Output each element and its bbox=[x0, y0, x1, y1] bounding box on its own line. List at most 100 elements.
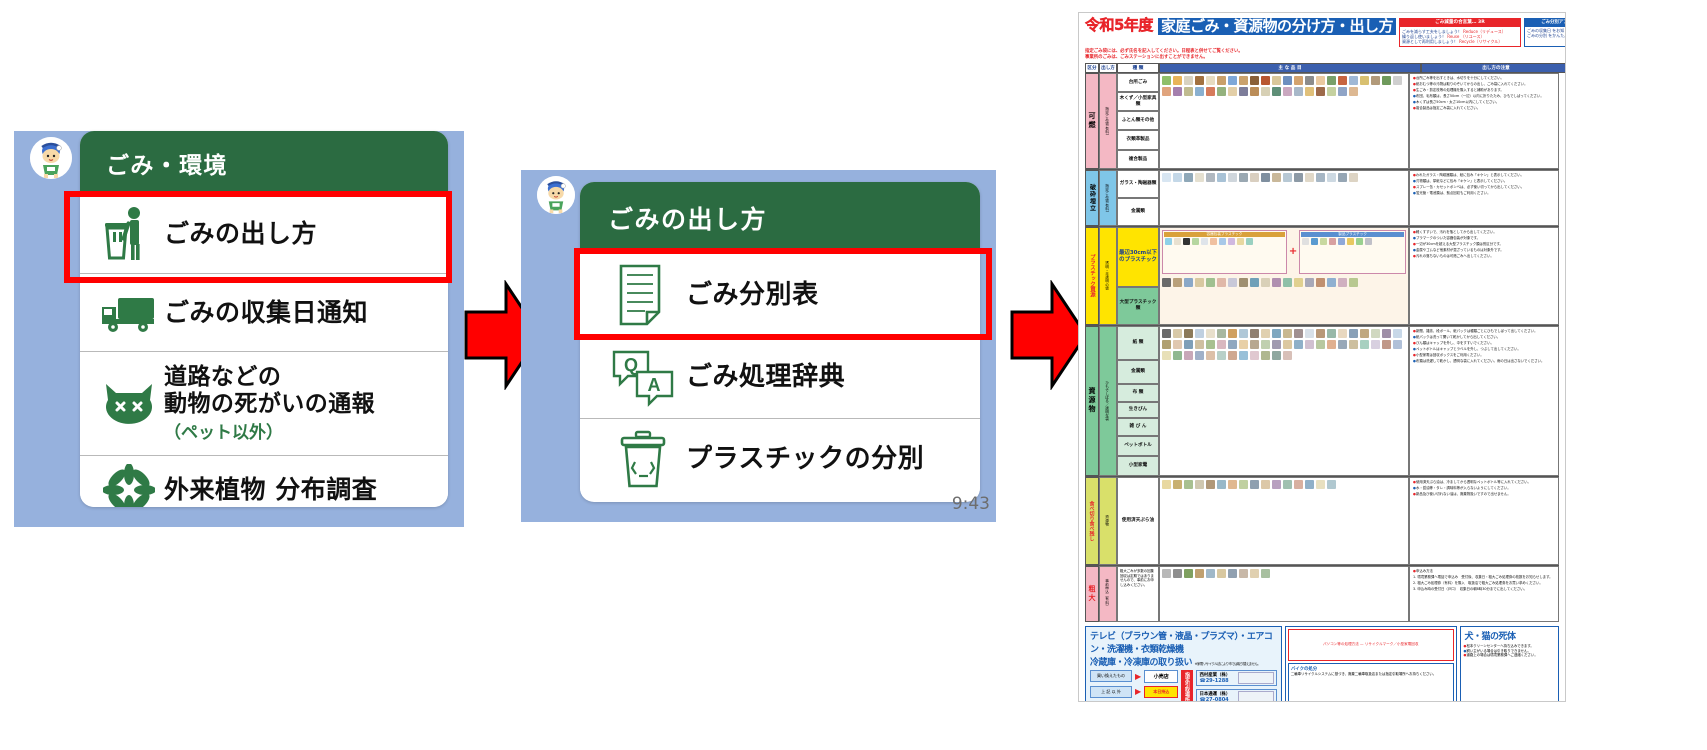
avatar bbox=[30, 137, 72, 179]
type-name: 小型家電 bbox=[1117, 455, 1159, 476]
menu-item-label: 外来植物 分布調査 bbox=[164, 474, 378, 504]
cat-label-kanen: 可燃 bbox=[1085, 72, 1099, 169]
poster-notice-line1: 指定ごみ袋には、必ず氏名を記入してください。日程表と併せてご覧ください。 bbox=[1085, 49, 1243, 54]
poster-row-kanen: 可燃 指定ごみ袋(有料) 台所ごみ 木くず／小型家具類 ふとん類その他 衣類革製… bbox=[1085, 72, 1559, 169]
cat-dashikata-tabekiri: 資源物 bbox=[1099, 476, 1117, 565]
type-name: 使用済天ぷら油 bbox=[1117, 476, 1159, 565]
menu-item-label: ごみ処理辞典 bbox=[686, 362, 846, 393]
tv-row-left: 買い換えたもの bbox=[1090, 670, 1132, 683]
cat-items-shigen bbox=[1159, 325, 1409, 476]
banner-tv-title: テレビ（ブラウン管・液晶・プラズマ）・エアコン・洗濯機・衣類乾燥機 冷蔵庫・冷凍… bbox=[1090, 631, 1273, 668]
cat-label-shigen: 資源物 bbox=[1085, 325, 1099, 476]
banner-tv-appliances: テレビ（ブラウン管・液晶・プラズマ）・エアコン・洗濯機・衣類乾燥機 冷蔵庫・冷凍… bbox=[1085, 625, 1282, 702]
menu-item-gomi-shori-jiten[interactable]: Q A ごみ処理辞典 bbox=[580, 336, 980, 418]
poster-title-main: 家庭ごみ・資源物の分け方・出し方 bbox=[1160, 17, 1394, 35]
poster-notice: 指定ごみ袋には、必ず氏名を記入してください。日程表と併せてご覧ください。 事業所… bbox=[1079, 48, 1565, 63]
type-name: 雑 び ん bbox=[1117, 417, 1159, 437]
type-name: 金属類 bbox=[1117, 360, 1159, 384]
menu-item-doro-dobutsu-shigai[interactable]: 道路などの 動物の死がいの通報 （ペット以外） bbox=[80, 351, 448, 455]
cat-notes-sodai: ●申込み方法 1. 環境業務課へ電話で申込み 受付後、収集日・粗大ごみ処理券の枚… bbox=[1409, 565, 1559, 622]
type-name: ガラス・陶磁器類 bbox=[1117, 169, 1159, 198]
banner-pet-bodies: 犬・猫の死体 ●松本クリーンセンターへ持ち込みできます。 ●飼い主がいる場合は引… bbox=[1459, 625, 1559, 701]
menu-item-gomi-bunbetsu-hyo[interactable]: ごみ分別表 bbox=[580, 254, 980, 336]
box-3r-body: ごみを減らす工夫をしましょう！ Reduce（リデュース） 繰り返し使いましょう… bbox=[1400, 27, 1520, 46]
cat-types-tabekiri: 使用済天ぷら油 bbox=[1117, 476, 1159, 565]
menu-item-label-line1: 道路などの bbox=[164, 363, 282, 390]
type-name: 木くず／小型家具類 bbox=[1117, 92, 1159, 112]
box-app-line: ごみの分別 をかんたん検索 bbox=[1526, 33, 1565, 39]
throw-trash-icon bbox=[94, 204, 164, 264]
banner-pc-recycle: パソコン等の処理方法 — リサイクルマーク／小型家電回収 バイクの処分 二輪車リ… bbox=[1284, 625, 1457, 701]
cat-notes-kanen: ●台所ごみ等を出すときは、水切りを十分にしてください。 ●紙おむつ等の汚物は取り… bbox=[1409, 72, 1559, 169]
tv-badge: 指定引取場所 bbox=[1181, 669, 1194, 701]
card-header: ごみ・環境 bbox=[80, 131, 448, 195]
panel2-title: ごみの出し方 bbox=[608, 205, 768, 234]
menu-item-plastic-bunbetsu[interactable]: プラスチックの分別 bbox=[580, 418, 980, 500]
box-3r-line: ごみを減らす工夫をしましょう！ Reduce（リデュース） bbox=[1401, 28, 1506, 34]
cat-notes-tabekiri: ●使用済天ぷら油は、冷ましてから透明なペットボトル等に入れてください。 ●水・醤… bbox=[1409, 476, 1559, 565]
panel-gomi-kankyo: ごみ・環境 ごみの出し方 bbox=[14, 131, 464, 527]
cat-dashikata-sodai: 事前申込（有料） bbox=[1099, 565, 1117, 622]
document-list-icon bbox=[600, 263, 686, 327]
cat-types-shigen: 紙 類 金属類 布 類 生きびん 雑 び ん ペットボトル 小型家電 bbox=[1117, 325, 1159, 476]
tv-row-left: 上 記 以 外 bbox=[1090, 685, 1132, 698]
cat-dashikata-kanen: 指定ごみ袋(有料) bbox=[1099, 72, 1117, 169]
box-app-line: ごみの収集日 をお知らせ bbox=[1526, 28, 1565, 34]
menu-item-gairai-shokubutsu[interactable]: 外来植物 分布調査 bbox=[80, 455, 448, 507]
box-app-body: ごみの収集日 をお知らせ ごみの分別 をかんたん検索 bbox=[1525, 27, 1565, 44]
cat-types-kanen: 台所ごみ 木くず／小型家具類 ふとん類その他 衣類革製品 複合製品 bbox=[1117, 72, 1159, 169]
poster-row-plastic: プラスチック資源 透明・半透明の袋 最辺30cm以下のプラスチック 大型プラスチ… bbox=[1085, 225, 1559, 325]
cat-types-umetate: ガラス・陶磁器類 金属類 bbox=[1117, 169, 1159, 226]
menu-item-gomi-shushubi-tsuchi[interactable]: ごみの収集日通知 bbox=[80, 273, 448, 351]
menu-item-gomi-no-dashikata[interactable]: ごみの出し方 bbox=[80, 195, 448, 273]
avatar bbox=[537, 176, 575, 214]
cat-dashikata-umetate: 指定ごみ袋(有料) bbox=[1099, 169, 1117, 226]
panel-gomi-no-dashikata: ごみの出し方 ごみ分別表 bbox=[521, 170, 996, 522]
type-name: ペットボトル bbox=[1117, 436, 1159, 456]
message-timestamp: 9:43 bbox=[951, 494, 990, 514]
menu-item-label: ごみ分別表 bbox=[686, 279, 819, 310]
menu-item-label-line2: 動物の死がいの通報 bbox=[164, 391, 376, 417]
poster-title-bar: 令和5年度 家庭ごみ・資源物の分け方・出し方 ごみ減量の合言葉… 3R ごみを減… bbox=[1079, 13, 1565, 48]
th-dashikata: 出し方 bbox=[1099, 62, 1117, 73]
tv-row-mid: 小売店 bbox=[1144, 669, 1179, 683]
cat-dashikata-shigen: ひもでしばる／透明な袋 bbox=[1099, 325, 1117, 476]
menu-item-label: ごみの収集日通知 bbox=[164, 297, 369, 327]
menu-item-label: ごみの出し方 bbox=[164, 219, 318, 249]
type-name: 最辺30cm以下のプラスチック bbox=[1117, 226, 1159, 287]
dead-animal-cat-icon bbox=[94, 372, 164, 436]
gomi-bunbetsu-poster[interactable]: 令和5年度 家庭ごみ・資源物の分け方・出し方 ごみ減量の合言葉… 3R ごみを減… bbox=[1078, 12, 1566, 702]
cat-items-sodai bbox=[1159, 565, 1409, 622]
poster-box-app: ごみ分別アプリ「さんあ～る」 ごみの収集日 をお知らせ ごみの分別 をかんたん検… bbox=[1523, 18, 1565, 48]
type-name: 生きびん bbox=[1117, 401, 1159, 418]
cat-notes-plastic: ●軽くすすいで、汚れを落としてから出してください。 ●プラマークのついた容器包装… bbox=[1409, 226, 1559, 325]
flower-plant-icon bbox=[94, 462, 164, 507]
type-name: 衣類革製品 bbox=[1117, 130, 1159, 150]
box-3r-line: 繰り返し使いましょう！ Reuse （リユース） bbox=[1401, 34, 1485, 40]
banner-pets-title: 犬・猫の死体 bbox=[1464, 631, 1517, 642]
th-kubun: 区分 bbox=[1085, 62, 1099, 73]
cat-items-plastic: 容器包装プラスチック bbox=[1159, 226, 1409, 325]
poster-row-sodai: 粗大 事前申込（有料） 粗大ごみが多数の回集回収は定期ではありませんので、事前に… bbox=[1085, 564, 1559, 622]
poster-box-3r: ごみ減量の合言葉… 3R ごみを減らす工夫をしましょう！ Reduce（リデュー… bbox=[1398, 18, 1521, 48]
menu-list: ごみ分別表 Q A ごみ処理辞典 bbox=[580, 254, 980, 500]
tv-row-mid: 本日持込 bbox=[1144, 685, 1179, 698]
type-name: 大型プラスチック類 bbox=[1117, 286, 1159, 325]
cat-types-sodai: 粗大ごみが多数の回集回収は定期ではありませんので、事前にお申し込みください。 bbox=[1117, 565, 1159, 622]
menu-item-label: プラスチックの分別 bbox=[686, 444, 925, 475]
cat-items-tabekiri bbox=[1159, 476, 1409, 565]
cat-notes-umetate: ●われたガラス・陶磁器類は、紙に包み「キケン」と表示してください。 ●刃物類は、… bbox=[1409, 169, 1559, 226]
panel1-title: ごみ・環境 bbox=[106, 153, 228, 179]
poster-title-era: 令和5年度 bbox=[1085, 16, 1154, 34]
menu-card: ごみ・環境 ごみの出し方 bbox=[80, 131, 448, 507]
th-hinmoku: 主 な 品 目 bbox=[1159, 62, 1421, 73]
poster-row-umetate: 破砕埋立 指定ごみ袋(有料) ガラス・陶磁器類 金属類 ●われたガラス・陶磁 bbox=[1085, 168, 1559, 226]
type-name: 紙 類 bbox=[1117, 325, 1159, 361]
tv-dealer-tel: ☎27-0804 bbox=[1199, 696, 1229, 702]
card-header: ごみの出し方 bbox=[580, 182, 980, 254]
menu-card: ごみの出し方 ごみ分別表 bbox=[580, 182, 980, 502]
type-name: 布 類 bbox=[1117, 383, 1159, 402]
cat-label-tabekiri: 食べ切り食べ残し bbox=[1085, 476, 1099, 565]
box-3r-line: 資源として再利用しましょう！ Recycle（リサイクル） bbox=[1401, 39, 1503, 45]
poster-row-shigen: 資源物 ひもでしばる／透明な袋 紙 類 金属類 布 類 生きびん 雑 び ん ペ… bbox=[1085, 324, 1559, 476]
